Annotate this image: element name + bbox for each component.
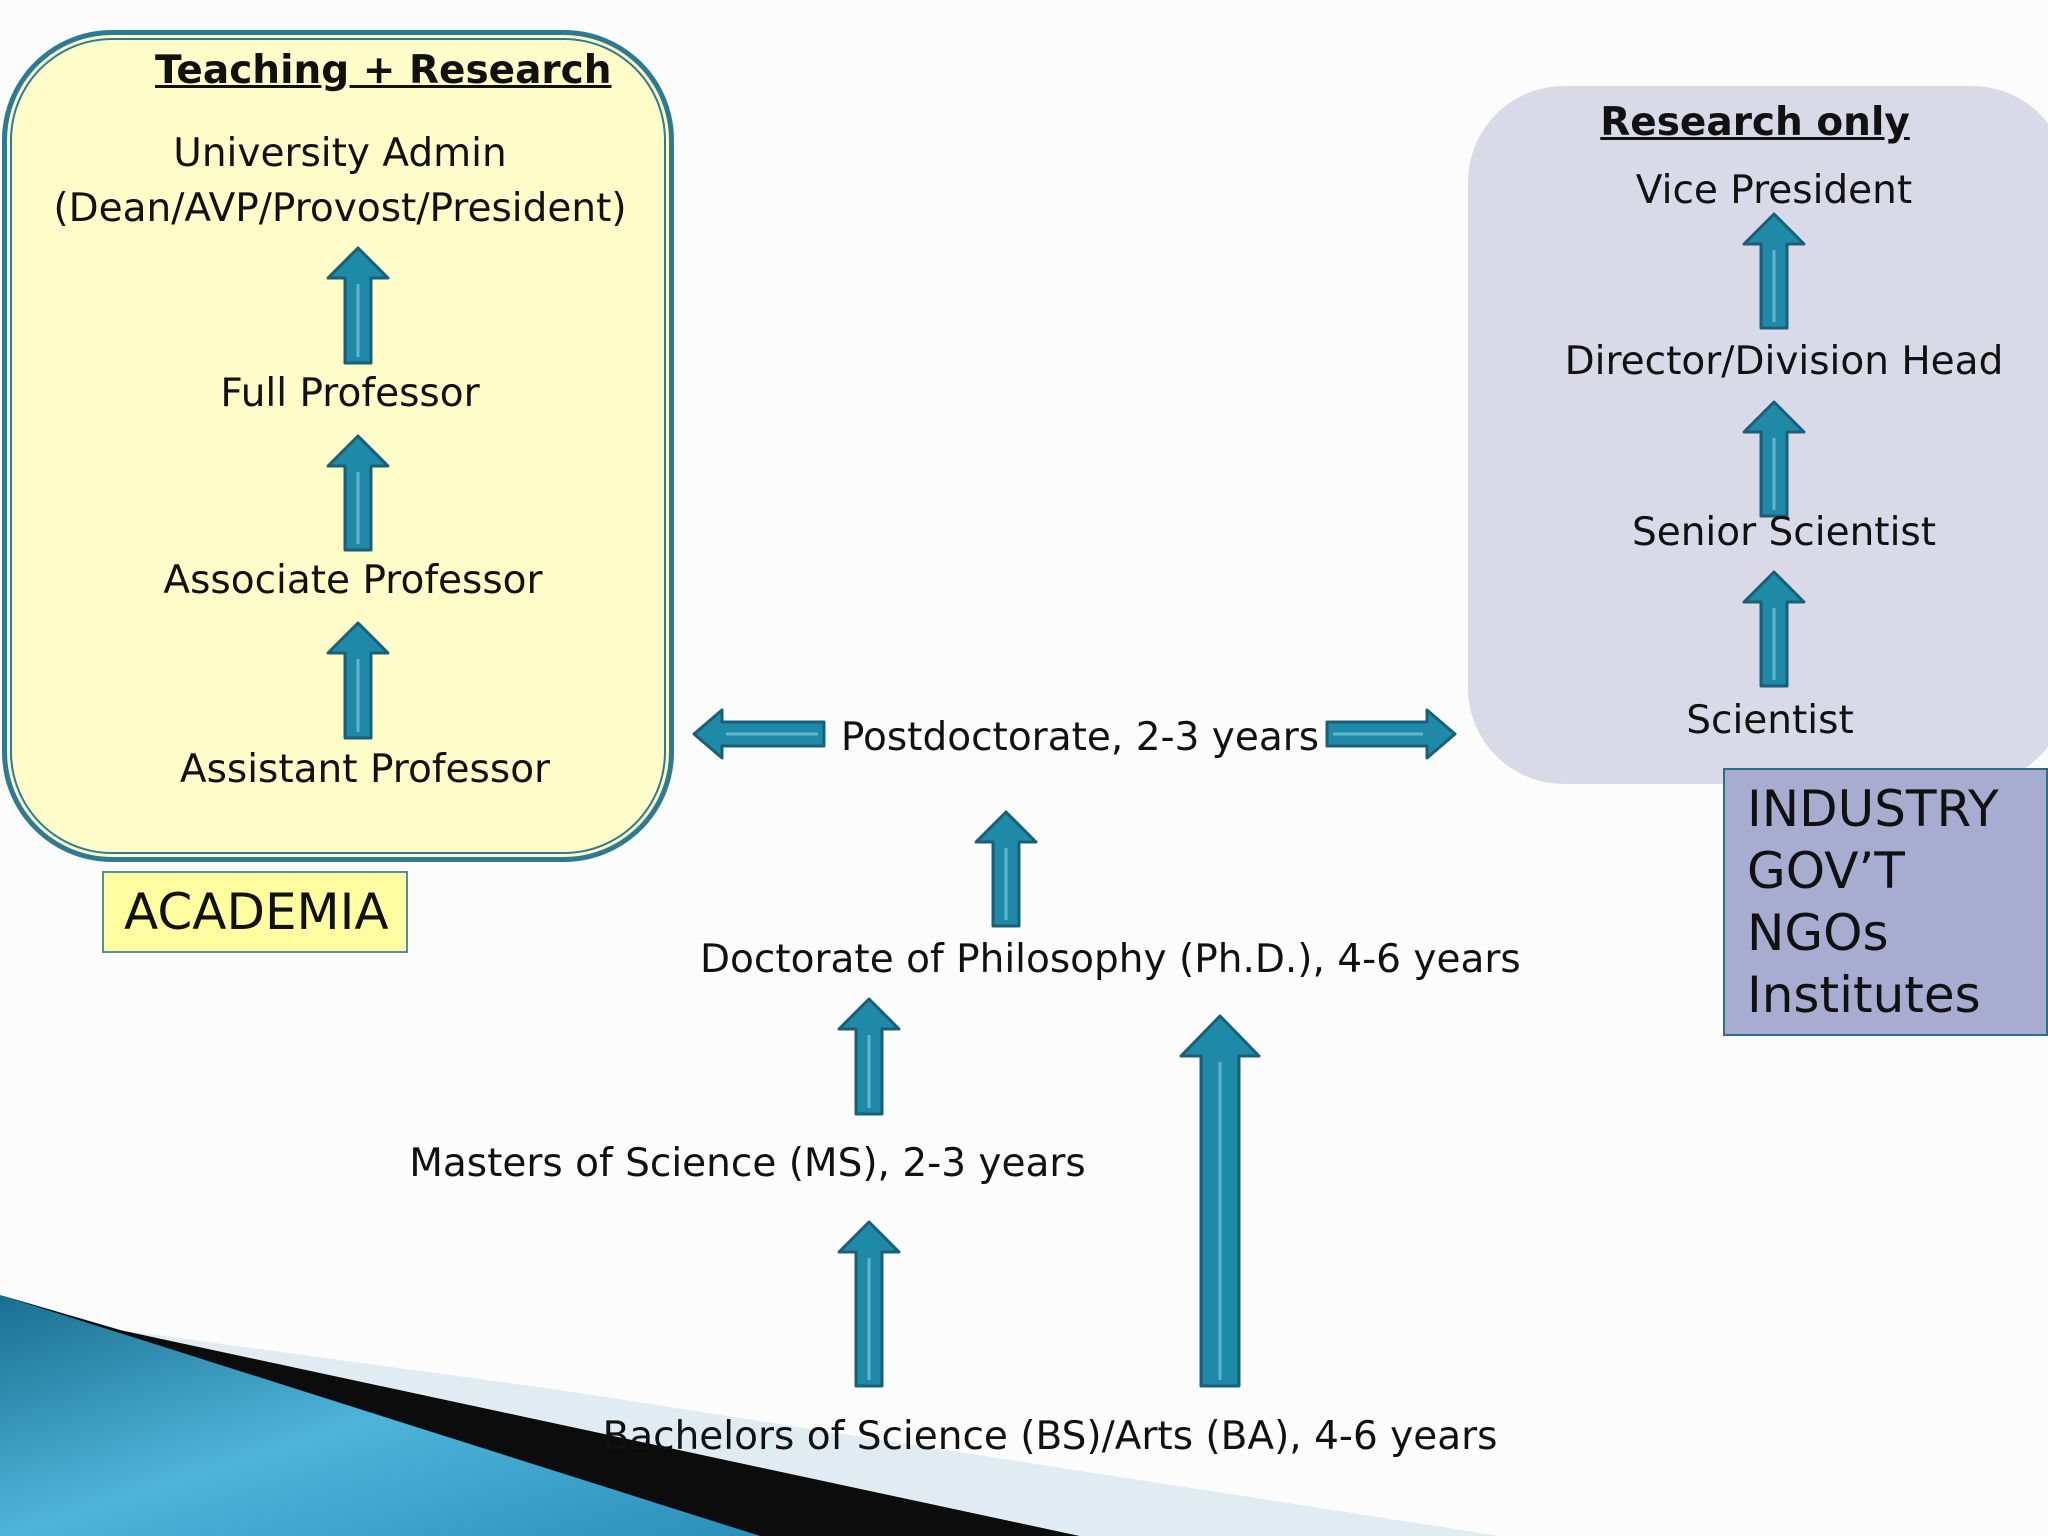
university-admin-titles: (Dean/AVP/Provost/President): [53, 186, 627, 231]
postdoc-label: Postdoctorate, 2-3 years: [840, 715, 1320, 760]
light-stripe: [120, 1330, 1500, 1536]
ngos-line: NGOs: [1747, 904, 1889, 962]
masters-label: Masters of Science (MS), 2-3 years: [409, 1141, 1086, 1186]
senior-scientist-label: Senior Scientist: [1631, 510, 1937, 555]
research-container: [1468, 86, 2048, 784]
academia-heading: Teaching + Research: [155, 48, 612, 93]
industry-line: INDUSTRY: [1747, 780, 1999, 838]
scientist-label: Scientist: [1686, 698, 1854, 743]
research-heading: Research only: [1600, 100, 1910, 145]
assistant-professor-label: Assistant Professor: [179, 747, 551, 792]
vice-president-label: Vice President: [1635, 168, 1913, 213]
bachelors-label: Bachelors of Science (BS)/Arts (BA), 4-6…: [602, 1414, 1498, 1459]
full-professor-label: Full Professor: [220, 371, 480, 416]
industry-label: INDUSTRY GOV’T NGOs Institutes: [1723, 768, 2048, 1036]
academia-container: [2, 30, 674, 862]
govt-line: GOV’T: [1747, 842, 1905, 900]
phd-label: Doctorate of Philosophy (Ph.D.), 4-6 yea…: [700, 937, 1521, 982]
associate-professor-label: Associate Professor: [163, 558, 543, 603]
academia-label: ACADEMIA: [102, 871, 408, 953]
institutes-line: Institutes: [1747, 966, 1981, 1024]
university-admin-label: University Admin: [173, 131, 507, 176]
director-label: Director/Division Head: [1564, 339, 2004, 384]
